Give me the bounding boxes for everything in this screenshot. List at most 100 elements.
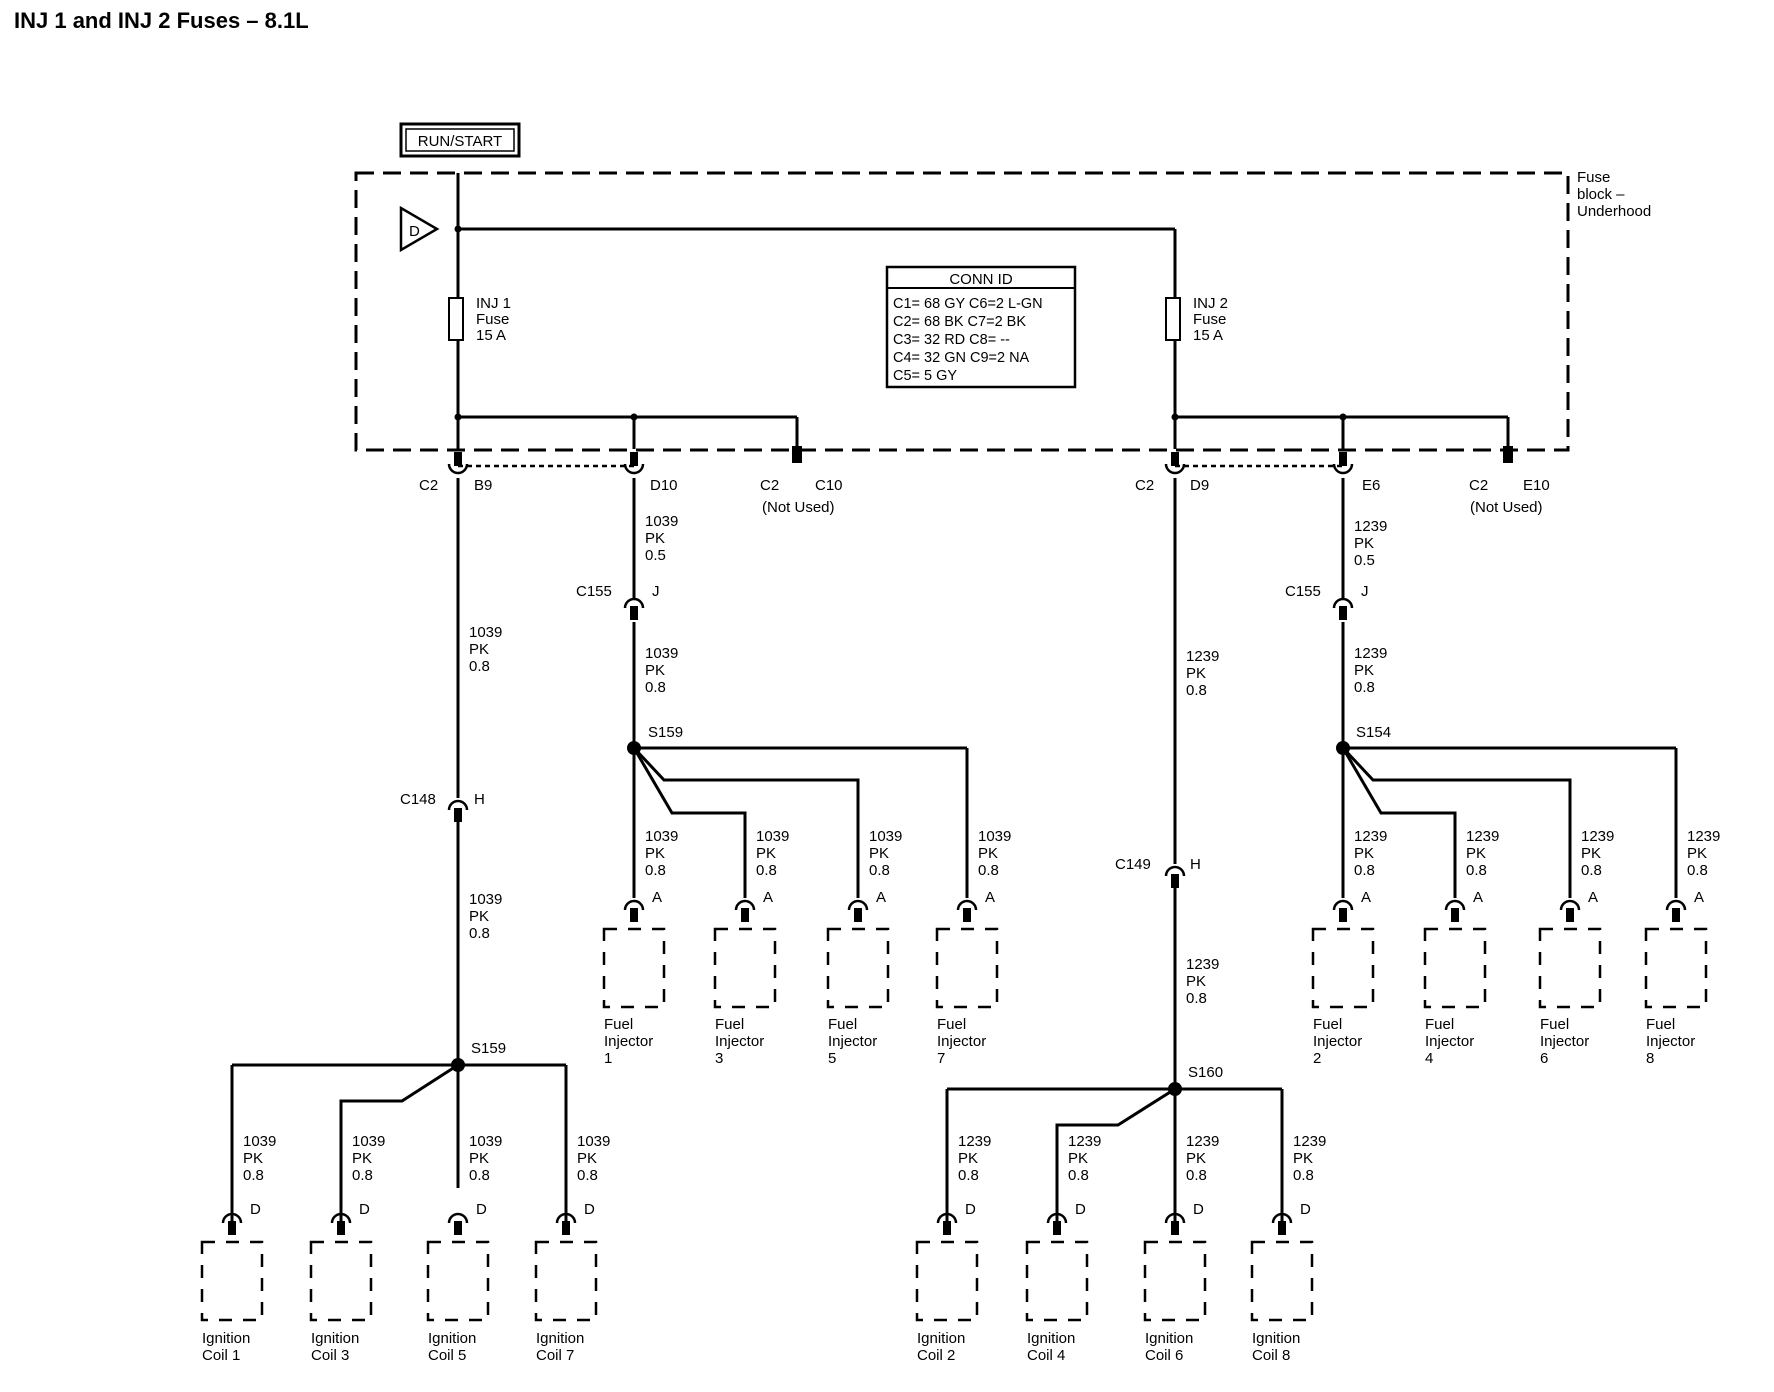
fuel-injector-1-label-1: Fuel bbox=[604, 1016, 633, 1033]
ignition-coil-1-label-2: Coil 1 bbox=[202, 1347, 240, 1364]
fuel-injector-3 bbox=[713, 927, 777, 1009]
fuel-injector-5-label-1: Fuel bbox=[828, 1016, 857, 1033]
ignition-coil-8-label-1: Ignition bbox=[1252, 1330, 1300, 1347]
wire-right-injector-6-line-3: 0.8 bbox=[1581, 862, 1602, 879]
wire-left-injector-7-line-1: 1039 bbox=[978, 828, 1011, 845]
wire-left-injector-1-line-1: 1039 bbox=[645, 828, 678, 845]
connector-coil-5 bbox=[447, 1212, 469, 1235]
wire-left-coil-5-line-3: 0.8 bbox=[469, 1167, 490, 1184]
ignition-coil-7-label-2: Coil 7 bbox=[536, 1347, 574, 1364]
s159-label-injectors: S159 bbox=[648, 724, 683, 741]
wire-left-coil-5-line-2: PK bbox=[469, 1150, 489, 1167]
wire-left-coil-7-line-3: 0.8 bbox=[577, 1167, 598, 1184]
ignition-coil-1-label-1: Ignition bbox=[202, 1330, 250, 1347]
c2-d10-connector bbox=[623, 452, 645, 475]
wire-left-injector-7-line-2: PK bbox=[978, 845, 998, 862]
wire-left-coil-3-line-3: 0.8 bbox=[352, 1167, 373, 1184]
wire-1039-pk-08-c148-line-1: 1039 bbox=[469, 891, 502, 908]
wire-left-coil-7-line-1: 1039 bbox=[577, 1133, 610, 1150]
fuel-injector-2 bbox=[1311, 927, 1375, 1009]
fuel-injector-7-label-1: Fuel bbox=[937, 1016, 966, 1033]
conn-id-table: CONN ID C1= 68 GY C6=2 L-GN C2= 68 BK C7… bbox=[885, 265, 1077, 389]
ignition-coil-8 bbox=[1250, 1240, 1314, 1322]
e6-label: E6 bbox=[1362, 477, 1380, 494]
s159-splice-coils bbox=[451, 1058, 465, 1072]
fuel-injector-1 bbox=[602, 927, 666, 1009]
ignition-coil-7-label-1: Ignition bbox=[536, 1330, 584, 1347]
c2-label-right: C2 bbox=[1135, 477, 1154, 494]
s160-splice bbox=[1168, 1082, 1182, 1096]
c2-label-unused-1: C2 bbox=[760, 477, 779, 494]
wire-1239-pk-05-right-line-2: PK bbox=[1354, 535, 1374, 552]
d9-label: D9 bbox=[1190, 477, 1209, 494]
ignition-coil-3-label-1: Ignition bbox=[311, 1330, 359, 1347]
conn-id-row-1: C1= 68 GY C6=2 L-GN bbox=[893, 296, 1043, 312]
wire-1039-pk-05-line-2: PK bbox=[645, 530, 665, 547]
fuel-injector-7-label-3: 7 bbox=[937, 1050, 945, 1067]
ignition-coil-7 bbox=[534, 1240, 598, 1322]
fuel-injector-1-label-2: Injector bbox=[604, 1033, 653, 1050]
fuel-injector-8 bbox=[1644, 927, 1708, 1009]
fuse-block-label-3: Underhood bbox=[1577, 203, 1651, 220]
wire-1039-pk-05-line-3: 0.5 bbox=[645, 547, 666, 564]
pin-d-coil-1: D bbox=[250, 1201, 261, 1218]
pin-a-injector-7: A bbox=[985, 889, 995, 906]
wire-right-injector-2-line-3: 0.8 bbox=[1354, 862, 1375, 879]
c149-connector bbox=[1164, 865, 1186, 888]
wire-left-coil-1-line-3: 0.8 bbox=[243, 1167, 264, 1184]
wire-left-injector-5-line-1: 1039 bbox=[869, 828, 902, 845]
wire-right-injector-8-line-1: 1239 bbox=[1687, 828, 1720, 845]
e10-label: E10 bbox=[1523, 477, 1550, 494]
ignition-coil-5 bbox=[426, 1240, 490, 1322]
conn-id-header: CONN ID bbox=[949, 271, 1013, 288]
wire-left-injector-3-line-2: PK bbox=[756, 845, 776, 862]
wire-right-coil-4-line-3: 0.8 bbox=[1068, 1167, 1089, 1184]
fuel-injector-1-label-3: 1 bbox=[604, 1050, 612, 1067]
c2-label-unused-2: C2 bbox=[1469, 477, 1488, 494]
wire-right-coil-8-line-3: 0.8 bbox=[1293, 1167, 1314, 1184]
wire-right-coil-6-line-2: PK bbox=[1186, 1150, 1206, 1167]
pin-a-injector-5: A bbox=[876, 889, 886, 906]
fuel-injector-6-label-2: Injector bbox=[1540, 1033, 1589, 1050]
c2-d9-connector bbox=[1164, 452, 1186, 475]
fuel-injector-2-label-3: 2 bbox=[1313, 1050, 1321, 1067]
fuel-injector-3-label-2: Injector bbox=[715, 1033, 764, 1050]
fuel-injector-6 bbox=[1538, 927, 1602, 1009]
fuel-injector-4 bbox=[1423, 927, 1487, 1009]
connector-coil-6 bbox=[1164, 1212, 1186, 1235]
ignition-coil-4 bbox=[1025, 1240, 1089, 1322]
page-title: INJ 1 and INJ 2 Fuses – 8.1L bbox=[14, 8, 309, 33]
wire-1239-pk-08-trunk-line-2: PK bbox=[1186, 665, 1206, 682]
c155-label-right: C155 bbox=[1285, 583, 1321, 600]
s154-splice bbox=[1336, 741, 1350, 755]
wire-right-coil-4-line-1: 1239 bbox=[1068, 1133, 1101, 1150]
conn-id-row-5: C5= 5 GY bbox=[893, 368, 957, 384]
fuel-injector-8-label-1: Fuel bbox=[1646, 1016, 1675, 1033]
wire-1239-pk-08-c149-line-3: 0.8 bbox=[1186, 990, 1207, 1007]
wire-1239-pk-08-c149-line-1: 1239 bbox=[1186, 956, 1219, 973]
wire-1239-pk-08-trunk-line-3: 0.8 bbox=[1186, 682, 1207, 699]
wire-left-injector-3-line-3: 0.8 bbox=[756, 862, 777, 879]
wire-left-injector-1-line-3: 0.8 bbox=[645, 862, 666, 879]
s160-label: S160 bbox=[1188, 1064, 1223, 1081]
wire-1039-pk-08-c155-line-2: PK bbox=[645, 662, 665, 679]
wire-right-injector-2-line-2: PK bbox=[1354, 845, 1374, 862]
wire-right-coil-2-line-1: 1239 bbox=[958, 1133, 991, 1150]
connector-coil-1 bbox=[221, 1212, 243, 1235]
fuse-block-label-2: block – bbox=[1577, 186, 1625, 203]
wire-right-coil-8-line-1: 1239 bbox=[1293, 1133, 1326, 1150]
c148-h-label: H bbox=[474, 791, 485, 808]
ignition-coil-3-label-2: Coil 3 bbox=[311, 1347, 349, 1364]
connector-coil-8 bbox=[1271, 1212, 1293, 1235]
wire-1239-pk-05-right-line-3: 0.5 bbox=[1354, 552, 1375, 569]
wire-right-injector-2-line-1: 1239 bbox=[1354, 828, 1387, 845]
wire-left-coil-3-line-1: 1039 bbox=[352, 1133, 385, 1150]
d10-label: D10 bbox=[650, 477, 678, 494]
wire-right-injector-4-line-2: PK bbox=[1466, 845, 1486, 862]
inj2-fuse-label-1: INJ 2 bbox=[1193, 295, 1228, 312]
run-start-label: RUN/START bbox=[418, 133, 502, 150]
ignition-coil-2 bbox=[915, 1240, 979, 1322]
c155-connector-right bbox=[1332, 597, 1354, 620]
connector-injector-7 bbox=[956, 899, 978, 922]
run-start-box bbox=[399, 122, 521, 158]
